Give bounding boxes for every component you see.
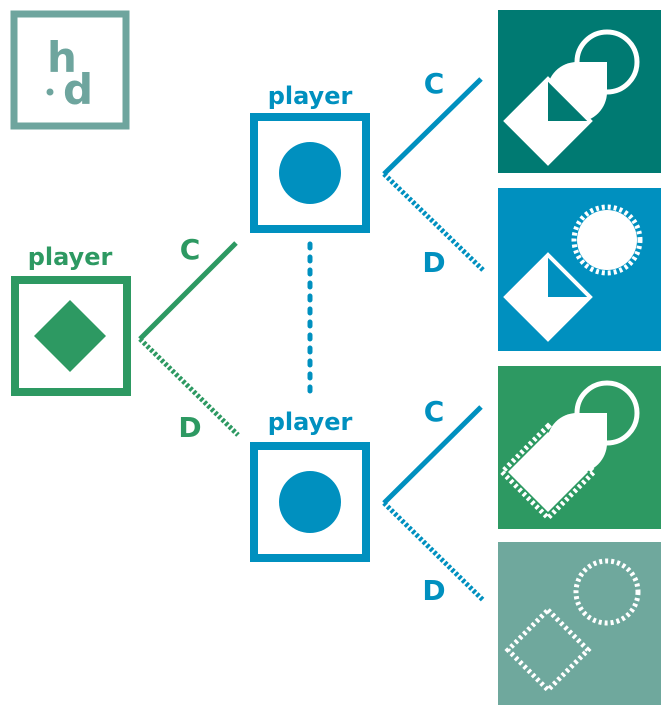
player1-node: player <box>11 243 131 396</box>
circle-icon <box>279 471 341 533</box>
player2-bottom-label: player <box>268 408 353 436</box>
dotted-diamond-icon <box>504 606 592 694</box>
branch-p2bot-c-label: C <box>424 395 445 428</box>
player1-label: player <box>28 243 113 271</box>
logo-letter-top: h <box>47 33 77 82</box>
envelope-diamond-icon <box>503 252 593 342</box>
circle-icon <box>279 142 341 204</box>
player1-box <box>11 276 131 396</box>
outcome-cd-box <box>498 188 661 351</box>
outcome-dd-box <box>498 542 661 705</box>
player2-bottom-node: player <box>250 408 370 562</box>
dotted-circle-icon <box>573 558 641 626</box>
branch-p2top-d-line <box>382 172 485 272</box>
branch-p1-c-line <box>138 241 238 341</box>
branch-p1-d-label: D <box>178 411 201 444</box>
dotted-circle-icon <box>577 210 637 270</box>
player2-top-node: player <box>250 82 370 233</box>
outcome-cd <box>498 188 661 351</box>
branch-p2bot-d-label: D <box>422 574 445 607</box>
branch-p2top-d-label: D <box>422 246 445 279</box>
player2-top-label: player <box>268 82 353 110</box>
logo-dot <box>46 88 54 96</box>
outcome-dd <box>498 542 661 705</box>
dotted-diamond-icon <box>498 422 598 522</box>
branch-p1-c-label: C <box>180 233 201 266</box>
branch-p2bot-c-line <box>382 405 483 505</box>
player2-top-box <box>250 113 370 233</box>
diamond-icon <box>34 300 106 372</box>
branch-p2bot-d-line <box>382 501 485 602</box>
hd-logo: h d <box>10 10 130 130</box>
branch-p2top-c-line <box>382 77 483 176</box>
envelope-diamond-icon <box>503 76 593 166</box>
outcome-dc <box>498 366 661 529</box>
logo-frame <box>10 10 130 130</box>
branch-p1-d-line <box>138 337 240 437</box>
logo-letter-bottom: d <box>63 65 93 114</box>
branch-p2top-c-label: C <box>424 67 445 100</box>
player2-bottom-box <box>250 442 370 562</box>
outcome-cc <box>498 10 661 173</box>
